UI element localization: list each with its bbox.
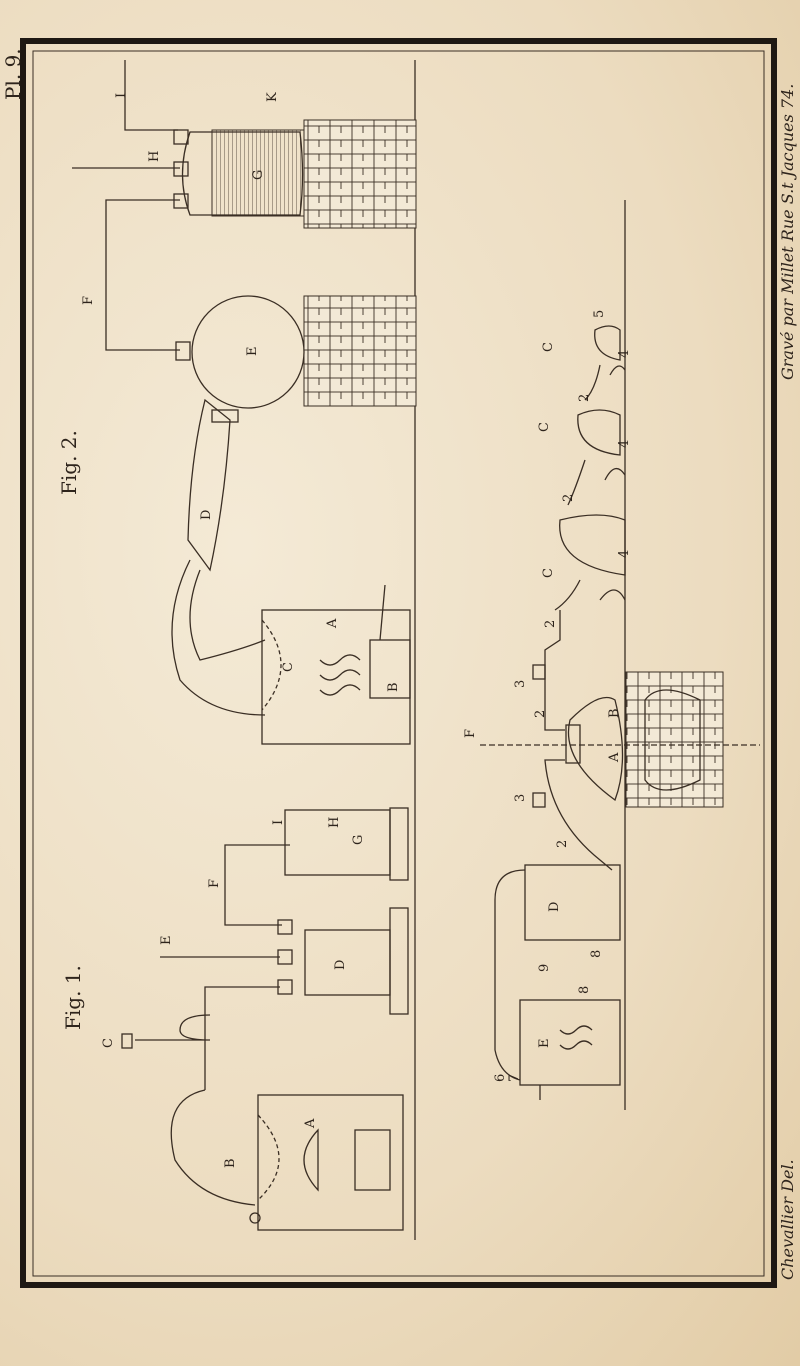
fig3-label: F bbox=[463, 729, 478, 738]
plate-number: Pl. 9. bbox=[1, 48, 25, 100]
fig2-label: I bbox=[114, 93, 129, 98]
fig1-label: B bbox=[223, 1158, 238, 1168]
fig1-label: I bbox=[271, 820, 286, 825]
engraver-credit: Gravé par Millet Rue S.t Jacques 74. bbox=[778, 84, 797, 380]
fig2-label: K bbox=[265, 92, 280, 102]
fig3-label: 4 bbox=[617, 440, 632, 448]
fig1-apparatus bbox=[121, 807, 409, 1231]
fig3-label: B bbox=[607, 708, 622, 718]
fig3-labels: F 3 2 A B 2 3 D 9 8 8 6 7 E C C C 2 2 2 … bbox=[463, 310, 632, 1082]
fig2-labels: Fig. 2. I K H G F E D C A B bbox=[57, 92, 401, 692]
fig2-label: G bbox=[251, 170, 266, 180]
fig1-label: H bbox=[327, 817, 342, 828]
fig3-label: 8 bbox=[577, 986, 592, 994]
fig3-label: 9 bbox=[537, 964, 552, 972]
fig3-label: 2 bbox=[577, 394, 592, 402]
fig3-label: 6 bbox=[493, 1074, 508, 1082]
fig2-label: H bbox=[147, 151, 162, 162]
fig1-label: A bbox=[303, 1118, 318, 1129]
fig2-apparatus bbox=[72, 60, 417, 1240]
fig3-label: 2 bbox=[533, 710, 548, 718]
fig2-label: A bbox=[325, 618, 340, 629]
draughtsman-credit: Chevallier Del. bbox=[778, 1159, 797, 1280]
fig3-label: 2 bbox=[555, 840, 570, 848]
fig2-label: C bbox=[281, 662, 296, 672]
fig3-label: E bbox=[537, 1039, 552, 1049]
fig1-title: Fig. 1. bbox=[61, 965, 85, 1030]
fig3-apparatus bbox=[480, 200, 760, 1110]
fig2-title: Fig. 2. bbox=[57, 430, 81, 495]
fig2-label: D bbox=[199, 510, 214, 520]
fig3-label: 2 bbox=[543, 620, 558, 628]
fig1-label: F bbox=[207, 879, 222, 888]
fig3-label: C bbox=[541, 568, 556, 578]
fig2-label: B bbox=[386, 682, 401, 692]
fig3-label: 2 bbox=[561, 494, 576, 502]
fig3-label: 4 bbox=[617, 350, 632, 358]
fig3-label: C bbox=[541, 342, 556, 352]
fig3-label: 3 bbox=[513, 680, 528, 688]
fig1-label: E bbox=[159, 936, 174, 946]
fig3-label: D bbox=[547, 902, 562, 912]
fig1-labels: Fig. 1. C E F I H G D B A bbox=[61, 817, 366, 1168]
fig2-label: E bbox=[245, 347, 260, 357]
fig3-label: 3 bbox=[513, 794, 528, 802]
inner-frame bbox=[32, 50, 765, 1277]
outer-frame bbox=[20, 38, 777, 1288]
fig2-label: F bbox=[81, 296, 96, 305]
fig3-label: 7 bbox=[507, 1074, 522, 1082]
fig1-label: D bbox=[333, 960, 348, 970]
fig3-label: 8 bbox=[589, 950, 604, 958]
fig3-label: 5 bbox=[592, 310, 607, 318]
fig1-label: G bbox=[351, 835, 366, 845]
fig3-label: C bbox=[537, 422, 552, 432]
fig3-label: 4 bbox=[617, 550, 632, 558]
fig1-label: C bbox=[101, 1038, 116, 1048]
fig3-label: A bbox=[607, 752, 622, 763]
